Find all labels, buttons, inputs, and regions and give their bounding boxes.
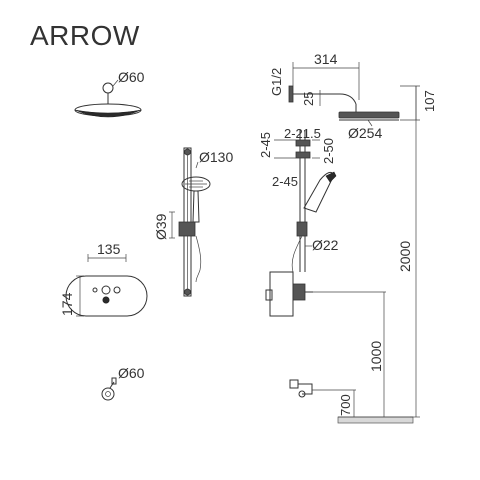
arm-drop-label: 25 [301, 92, 316, 106]
thread-label: G1/2 [269, 68, 284, 96]
brand-logo-text: ARROW [30, 20, 140, 51]
valve-height-label: 174 [59, 292, 75, 316]
total-height-dim-line [410, 86, 420, 418]
wall-outlet-view [101, 377, 117, 401]
outlet-flange-dia-label: Ø60 [118, 365, 145, 381]
total-height-label: 2000 [397, 241, 413, 272]
slider-dia-label: Ø39 [153, 213, 169, 240]
head-dia-label: Ø254 [348, 125, 382, 141]
bracket-d-label: 2-45 [272, 174, 298, 189]
shower-column-side-view [265, 85, 400, 398]
valve-width-label: 135 [97, 241, 121, 257]
floor-hatch [337, 416, 414, 424]
hand-shower-dia-label: Ø130 [199, 149, 233, 165]
rail-dia-label: Ø22 [312, 237, 339, 253]
arm-length-label: 314 [314, 51, 338, 67]
valve-floor-height-label: 1000 [368, 341, 384, 372]
valve-floor-height-dim-line [313, 291, 386, 417]
bracket-c-label: 2-50 [321, 138, 336, 164]
arm-length-dim-line [292, 62, 360, 100]
valve-plate-front-view [65, 254, 148, 317]
head-height-label: 107 [422, 90, 437, 112]
slider-dim-line [169, 211, 175, 239]
outlet-floor-height-label: 700 [338, 394, 353, 416]
outlet-floor-height-dim-line [312, 389, 356, 417]
head-height-dim-line [400, 85, 420, 121]
bracket-b-label: 2-21.5 [284, 126, 321, 141]
bracket-a-label: 2-45 [258, 132, 273, 158]
shower-head-side-view [74, 79, 142, 118]
head-flange-dia-label: Ø60 [118, 69, 145, 85]
slide-rail-assembly [178, 147, 211, 297]
